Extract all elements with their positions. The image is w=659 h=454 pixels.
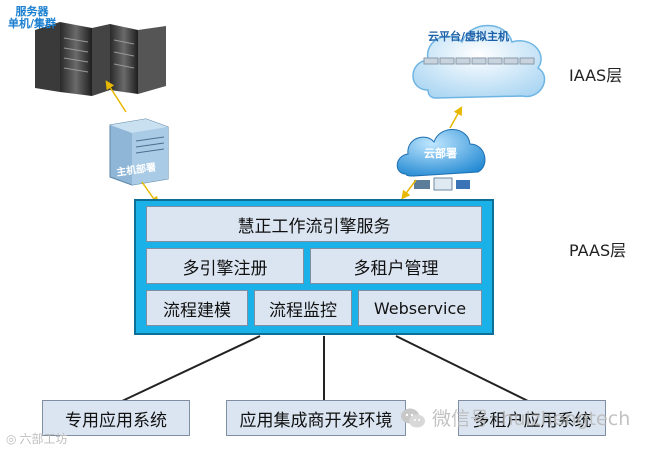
app-box-integrator: 应用集成商开发环境 bbox=[226, 400, 406, 436]
server-label-line1: 服务器 bbox=[15, 5, 49, 18]
process-modeling-label: 流程建模 bbox=[163, 300, 231, 321]
multi-tenant-manage-label: 多租户管理 bbox=[353, 258, 439, 279]
cloud-platform: 云平台/虚拟主机 bbox=[406, 10, 550, 108]
server-rack-icon bbox=[35, 22, 166, 96]
watermark-right: 微信号: huizhengtech bbox=[400, 404, 630, 431]
app-label-dedicated: 专用应用系统 bbox=[65, 410, 167, 431]
arrow-servers-host bbox=[105, 80, 127, 113]
watermark-right-text: 微信号: huizhengtech bbox=[432, 408, 631, 430]
process-monitor-box: 流程监控 bbox=[254, 290, 352, 326]
multi-tenant-manage-box: 多租户管理 bbox=[310, 248, 482, 284]
deploy-cloud-icon bbox=[396, 129, 486, 191]
server-cluster: 服务器 单机/集群 bbox=[8, 6, 170, 98]
host-server-icon bbox=[109, 118, 169, 186]
cloud-deploy: 云部署 bbox=[394, 118, 490, 198]
iaas-layer-label: IAAS层 bbox=[569, 66, 623, 85]
line-app-1 bbox=[119, 335, 261, 403]
arrow-host-engine bbox=[141, 181, 159, 206]
arrow-deploy-engine bbox=[401, 179, 417, 200]
app-box-multitenant: 多租户应用系统 bbox=[458, 400, 606, 436]
watermark-left-text: 六部工坊 bbox=[19, 432, 68, 446]
multi-engine-register-box: 多引擎注册 bbox=[146, 248, 304, 284]
weibo-icon: ◎ bbox=[6, 431, 17, 446]
process-modeling-box: 流程建模 bbox=[146, 290, 248, 326]
process-monitor-label: 流程监控 bbox=[269, 300, 337, 321]
paas-layer-label: PAAS层 bbox=[569, 241, 627, 260]
watermark-left: ◎ 六部工坊 bbox=[6, 430, 68, 447]
cloud-deploy-label: 云部署 bbox=[424, 147, 457, 160]
server-label-line2: 单机/集群 bbox=[8, 17, 57, 30]
app-label-integrator: 应用集成商开发环境 bbox=[239, 410, 393, 431]
line-app-3 bbox=[395, 335, 531, 403]
multi-engine-register-label: 多引擎注册 bbox=[182, 258, 268, 279]
engine-service-label: 慧正工作流引擎服务 bbox=[237, 216, 391, 237]
engine-service-box: 慧正工作流引擎服务 bbox=[146, 206, 482, 242]
wechat-icon bbox=[401, 408, 425, 427]
webservice-label: Webservice bbox=[373, 298, 467, 318]
arrow-deploy-cloud bbox=[449, 106, 463, 129]
cloud-icon bbox=[412, 24, 546, 99]
app-box-dedicated: 专用应用系统 bbox=[42, 400, 190, 436]
app-label-multitenant: 多租户应用系统 bbox=[472, 410, 592, 431]
host-deploy-server: 主机部署 bbox=[106, 117, 172, 187]
cloud-platform-label: 云平台/虚拟主机 bbox=[428, 30, 510, 43]
webservice-box: Webservice bbox=[358, 290, 482, 326]
